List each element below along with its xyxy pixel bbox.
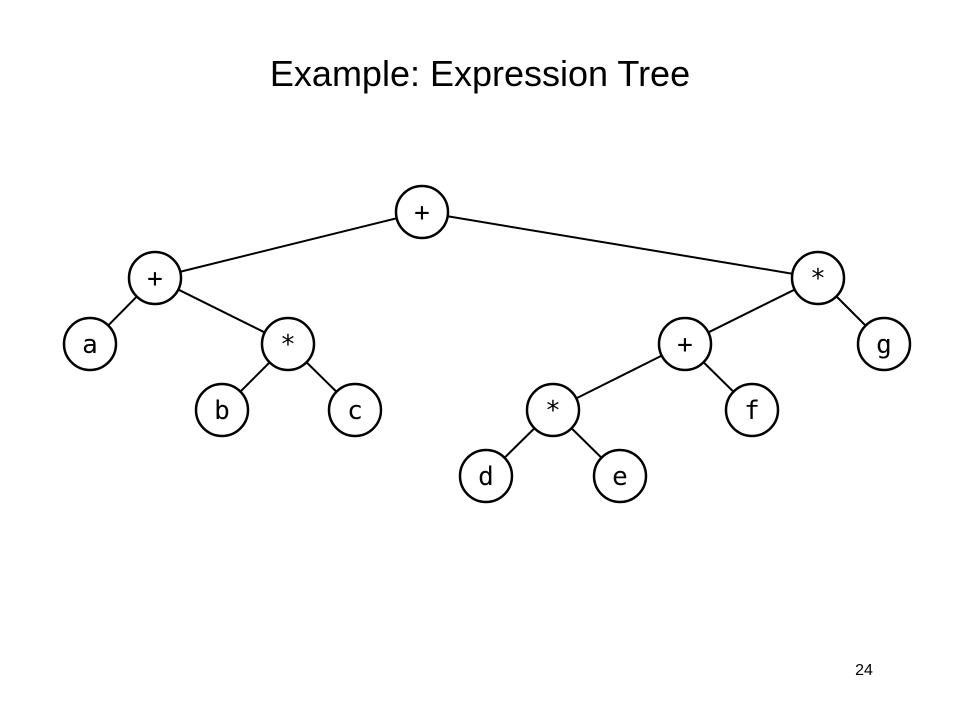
page-title: Example: Expression Tree [269, 53, 691, 94]
tree-edge [447, 215, 793, 275]
tree-edge [107, 295, 138, 327]
tree-node-f: f [724, 382, 780, 438]
tree-node-times: * [790, 250, 846, 306]
node-label: e [612, 462, 628, 492]
tree-node-a: a [62, 316, 118, 372]
node-label: b [214, 396, 230, 426]
node-circle [458, 448, 514, 504]
tree-edge [835, 295, 867, 327]
tree-node-b: b [194, 382, 250, 438]
node-circle [127, 250, 183, 306]
tree-edge [707, 288, 796, 334]
slide-number: 24 [855, 662, 873, 679]
node-label: c [347, 396, 363, 426]
node-label: d [478, 462, 494, 492]
node-circle [790, 250, 846, 306]
node-label: g [876, 330, 892, 360]
node-circle [194, 382, 250, 438]
tree-node-times: * [525, 382, 581, 438]
node-circle [260, 316, 316, 372]
tree-node-plus: + [657, 316, 713, 372]
tree-edge [575, 354, 663, 400]
tree-edge [239, 361, 271, 393]
tree-edge [180, 217, 397, 273]
node-circle [525, 382, 581, 438]
tree-node-times: * [260, 316, 316, 372]
tree-edge [503, 427, 536, 459]
node-circle [62, 316, 118, 372]
tree-node-g: g [856, 316, 912, 372]
tree-node-e: e [592, 448, 648, 504]
node-circle [592, 448, 648, 504]
node-label: + [147, 264, 163, 294]
node-circle [394, 184, 450, 240]
node-label: a [82, 330, 98, 360]
node-label: * [810, 264, 826, 294]
node-label: + [414, 198, 430, 228]
tree-node-d: d [458, 448, 514, 504]
tree-node-plus: + [127, 250, 183, 306]
node-circle [724, 382, 780, 438]
node-label: * [280, 330, 296, 360]
tree-edge [702, 361, 735, 393]
tree-edge [177, 288, 266, 334]
node-label: f [744, 396, 760, 426]
tree-edge [570, 427, 603, 459]
node-circle [327, 382, 383, 438]
node-label: * [545, 396, 561, 426]
node-circle [856, 316, 912, 372]
tree-edge [305, 361, 338, 393]
tree-nodes: + + * a * b c + g * f d e [62, 184, 912, 504]
tree-edges [107, 215, 867, 459]
node-label: + [677, 330, 693, 360]
tree-node-plus: + [394, 184, 450, 240]
tree-node-c: c [327, 382, 383, 438]
node-circle [657, 316, 713, 372]
